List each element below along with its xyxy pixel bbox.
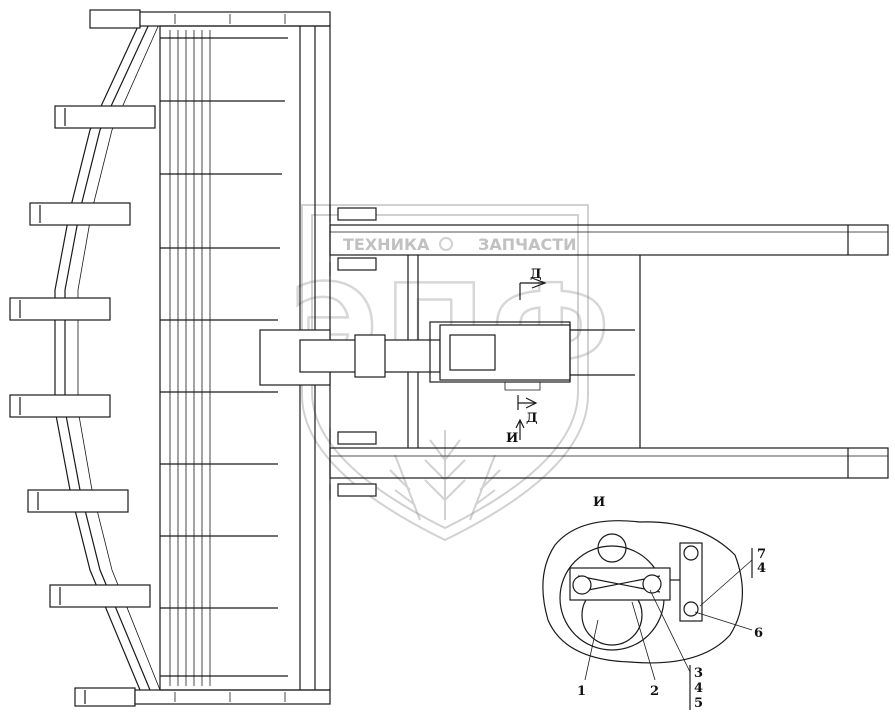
wheat-ear-icon	[389, 430, 501, 521]
part-label-1: 1	[577, 684, 586, 699]
watermark-text-left: ТЕХНИКА	[343, 235, 430, 254]
part-label-3: 3	[694, 666, 703, 681]
detail-labels: 1 2 3 4 5 6 7 4	[577, 547, 766, 711]
part-label-6: 6	[754, 626, 763, 641]
cap-rails	[134, 11, 331, 705]
view-i-arrow-label: И	[506, 431, 518, 446]
cross-bars	[160, 37, 288, 677]
part-label-7: 7	[757, 547, 766, 562]
part-label-2: 2	[650, 684, 659, 699]
part-label-5: 5	[694, 696, 703, 711]
detail-leaders	[584, 548, 753, 710]
watermark-text-right: ЗАПЧАСТИ	[478, 235, 577, 254]
guard-brackets	[9, 9, 156, 707]
detail-view-i: И	[542, 495, 743, 664]
section-d-bottom-label: Д	[526, 411, 538, 426]
part-label-4b: 4	[757, 561, 766, 576]
main-beams	[329, 224, 889, 479]
guard-frame	[54, 21, 161, 691]
view-i-title: И	[593, 495, 605, 510]
part-label-4: 4	[694, 681, 703, 696]
beam-clamps	[329, 205, 377, 500]
section-d-top-label: Д	[530, 267, 542, 282]
hinge-mechanism	[259, 321, 635, 391]
section-d-callouts: Д Д И	[506, 267, 547, 446]
gear-icon	[439, 237, 453, 251]
